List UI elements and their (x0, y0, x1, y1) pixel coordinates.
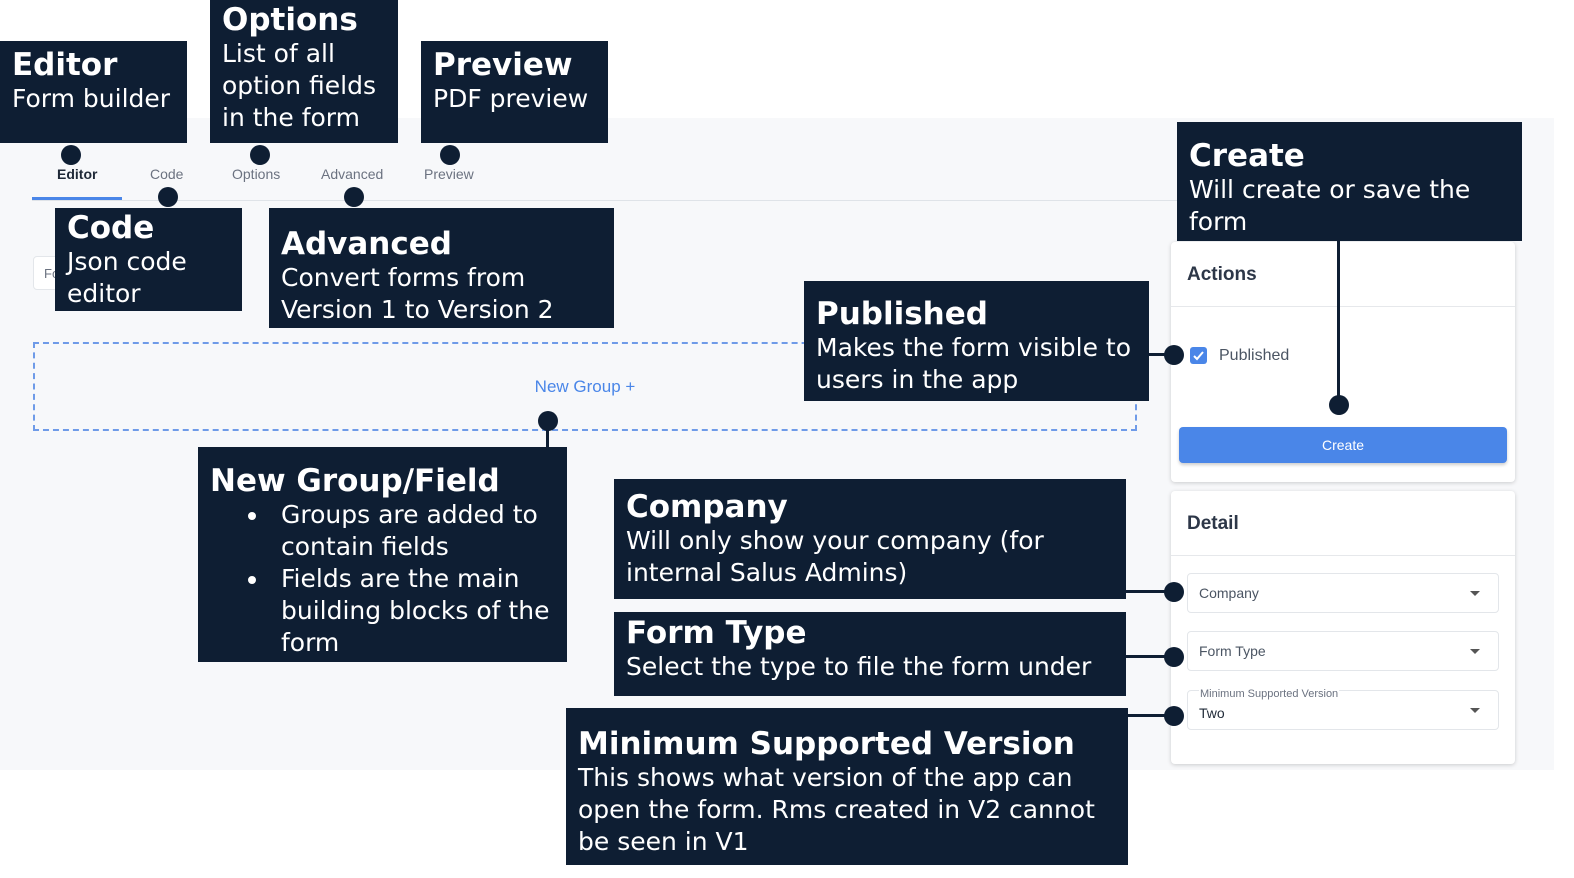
annotation-title: Minimum Supported Version (578, 726, 1075, 762)
annotation-marker (1164, 647, 1184, 667)
annotation-marker (1164, 345, 1184, 365)
annotation-title: Editor (12, 47, 118, 83)
card-divider (1171, 555, 1515, 556)
form-type-placeholder: Form Type (1199, 643, 1266, 659)
annotation-bullet: Groups are added to contain fields (270, 499, 555, 563)
annotation-desc: List of all option fields in the form (222, 39, 376, 132)
detail-card-title: Detail (1187, 513, 1239, 534)
annotation-title: Preview (433, 47, 573, 83)
annotation-connector (1337, 240, 1340, 406)
tab-code[interactable]: Code (150, 166, 184, 182)
annotation-marker (250, 145, 270, 165)
tab-options[interactable]: Options (232, 166, 281, 182)
chevron-down-icon (1470, 649, 1480, 654)
tab-preview[interactable]: Preview (424, 166, 474, 182)
annotation-connector (1128, 714, 1174, 717)
actions-card: Actions Published Create (1171, 242, 1515, 482)
new-group-button[interactable]: New Group + (534, 377, 636, 396)
min-version-select[interactable]: Minimum Supported Version Two (1187, 688, 1499, 730)
annotation-marker (538, 411, 558, 431)
annotation-editor: Editor Form builder (0, 41, 187, 143)
tab-editor[interactable]: Editor (57, 166, 98, 182)
annotation-desc: This shows what version of the app can o… (578, 763, 1095, 856)
annotation-company: Company Will only show your company (for… (614, 479, 1126, 599)
annotation-marker (1164, 582, 1184, 602)
annotation-title: New Group/Field (210, 463, 500, 499)
annotation-title: Create (1189, 138, 1305, 174)
annotation-connector (1148, 353, 1174, 356)
annotation-code: Code Json code editor (55, 208, 242, 311)
annotation-desc: Convert forms from Version 1 to Version … (281, 263, 554, 324)
annotation-desc: Will create or save the form (1189, 175, 1471, 236)
annotation-advanced: Advanced Convert forms from Version 1 to… (269, 208, 614, 328)
annotation-desc: Form builder (12, 84, 171, 113)
annotation-min-version: Minimum Supported Version This shows wha… (566, 708, 1128, 865)
annotation-desc: PDF preview (433, 84, 589, 113)
annotation-connector (546, 422, 549, 452)
chevron-down-icon (1470, 708, 1480, 713)
annotation-published: Published Makes the form visible to user… (804, 281, 1149, 401)
annotation-marker (1329, 395, 1349, 415)
annotation-connector (1126, 590, 1174, 593)
annotation-marker (1164, 706, 1184, 726)
card-divider (1171, 306, 1515, 307)
checkmark-icon (1193, 351, 1204, 361)
annotation-marker (158, 187, 178, 207)
annotation-title: Code (67, 210, 155, 246)
annotation-title: Form Type (626, 615, 807, 651)
annotation-desc: Will only show your company (for interna… (626, 526, 1044, 587)
min-version-value: Two (1199, 705, 1225, 721)
published-label: Published (1219, 347, 1290, 364)
annotation-create: Create Will create or save the form (1177, 122, 1522, 241)
create-button[interactable]: Create (1179, 427, 1507, 463)
annotation-bullet: Fields are the main building blocks of t… (270, 563, 555, 659)
annotation-marker (344, 187, 364, 207)
annotation-desc: Makes the form visible to users in the a… (816, 333, 1131, 394)
chevron-down-icon (1470, 591, 1480, 596)
annotation-title: Company (626, 489, 788, 525)
active-tab-indicator (32, 197, 122, 200)
annotation-desc: Json code editor (67, 247, 187, 308)
annotation-title: Advanced (281, 226, 452, 262)
annotation-marker (440, 145, 460, 165)
actions-card-title: Actions (1187, 264, 1257, 285)
annotation-new-group: New Group/Field Groups are added to cont… (198, 447, 567, 662)
annotation-options: Options List of all option fields in the… (210, 0, 398, 143)
tabs-divider (32, 200, 1182, 201)
annotation-bullets: Groups are added to contain fields Field… (210, 499, 555, 659)
detail-card: Detail Company Form Type Minimum Support… (1171, 491, 1515, 764)
company-select[interactable]: Company (1187, 573, 1499, 613)
annotation-preview: Preview PDF preview (421, 41, 608, 143)
annotation-title: Published (816, 296, 988, 332)
annotation-form-type: Form Type Select the type to file the fo… (614, 612, 1126, 696)
annotation-title: Options (222, 2, 358, 38)
tab-advanced[interactable]: Advanced (321, 166, 384, 182)
annotation-marker (61, 145, 81, 165)
form-type-select[interactable]: Form Type (1187, 631, 1499, 671)
min-version-label: Minimum Supported Version (1199, 688, 1340, 700)
annotation-connector (1126, 655, 1174, 658)
company-placeholder: Company (1199, 585, 1259, 601)
annotation-desc: Select the type to file the form under (626, 652, 1092, 681)
published-checkbox[interactable] (1190, 347, 1207, 364)
